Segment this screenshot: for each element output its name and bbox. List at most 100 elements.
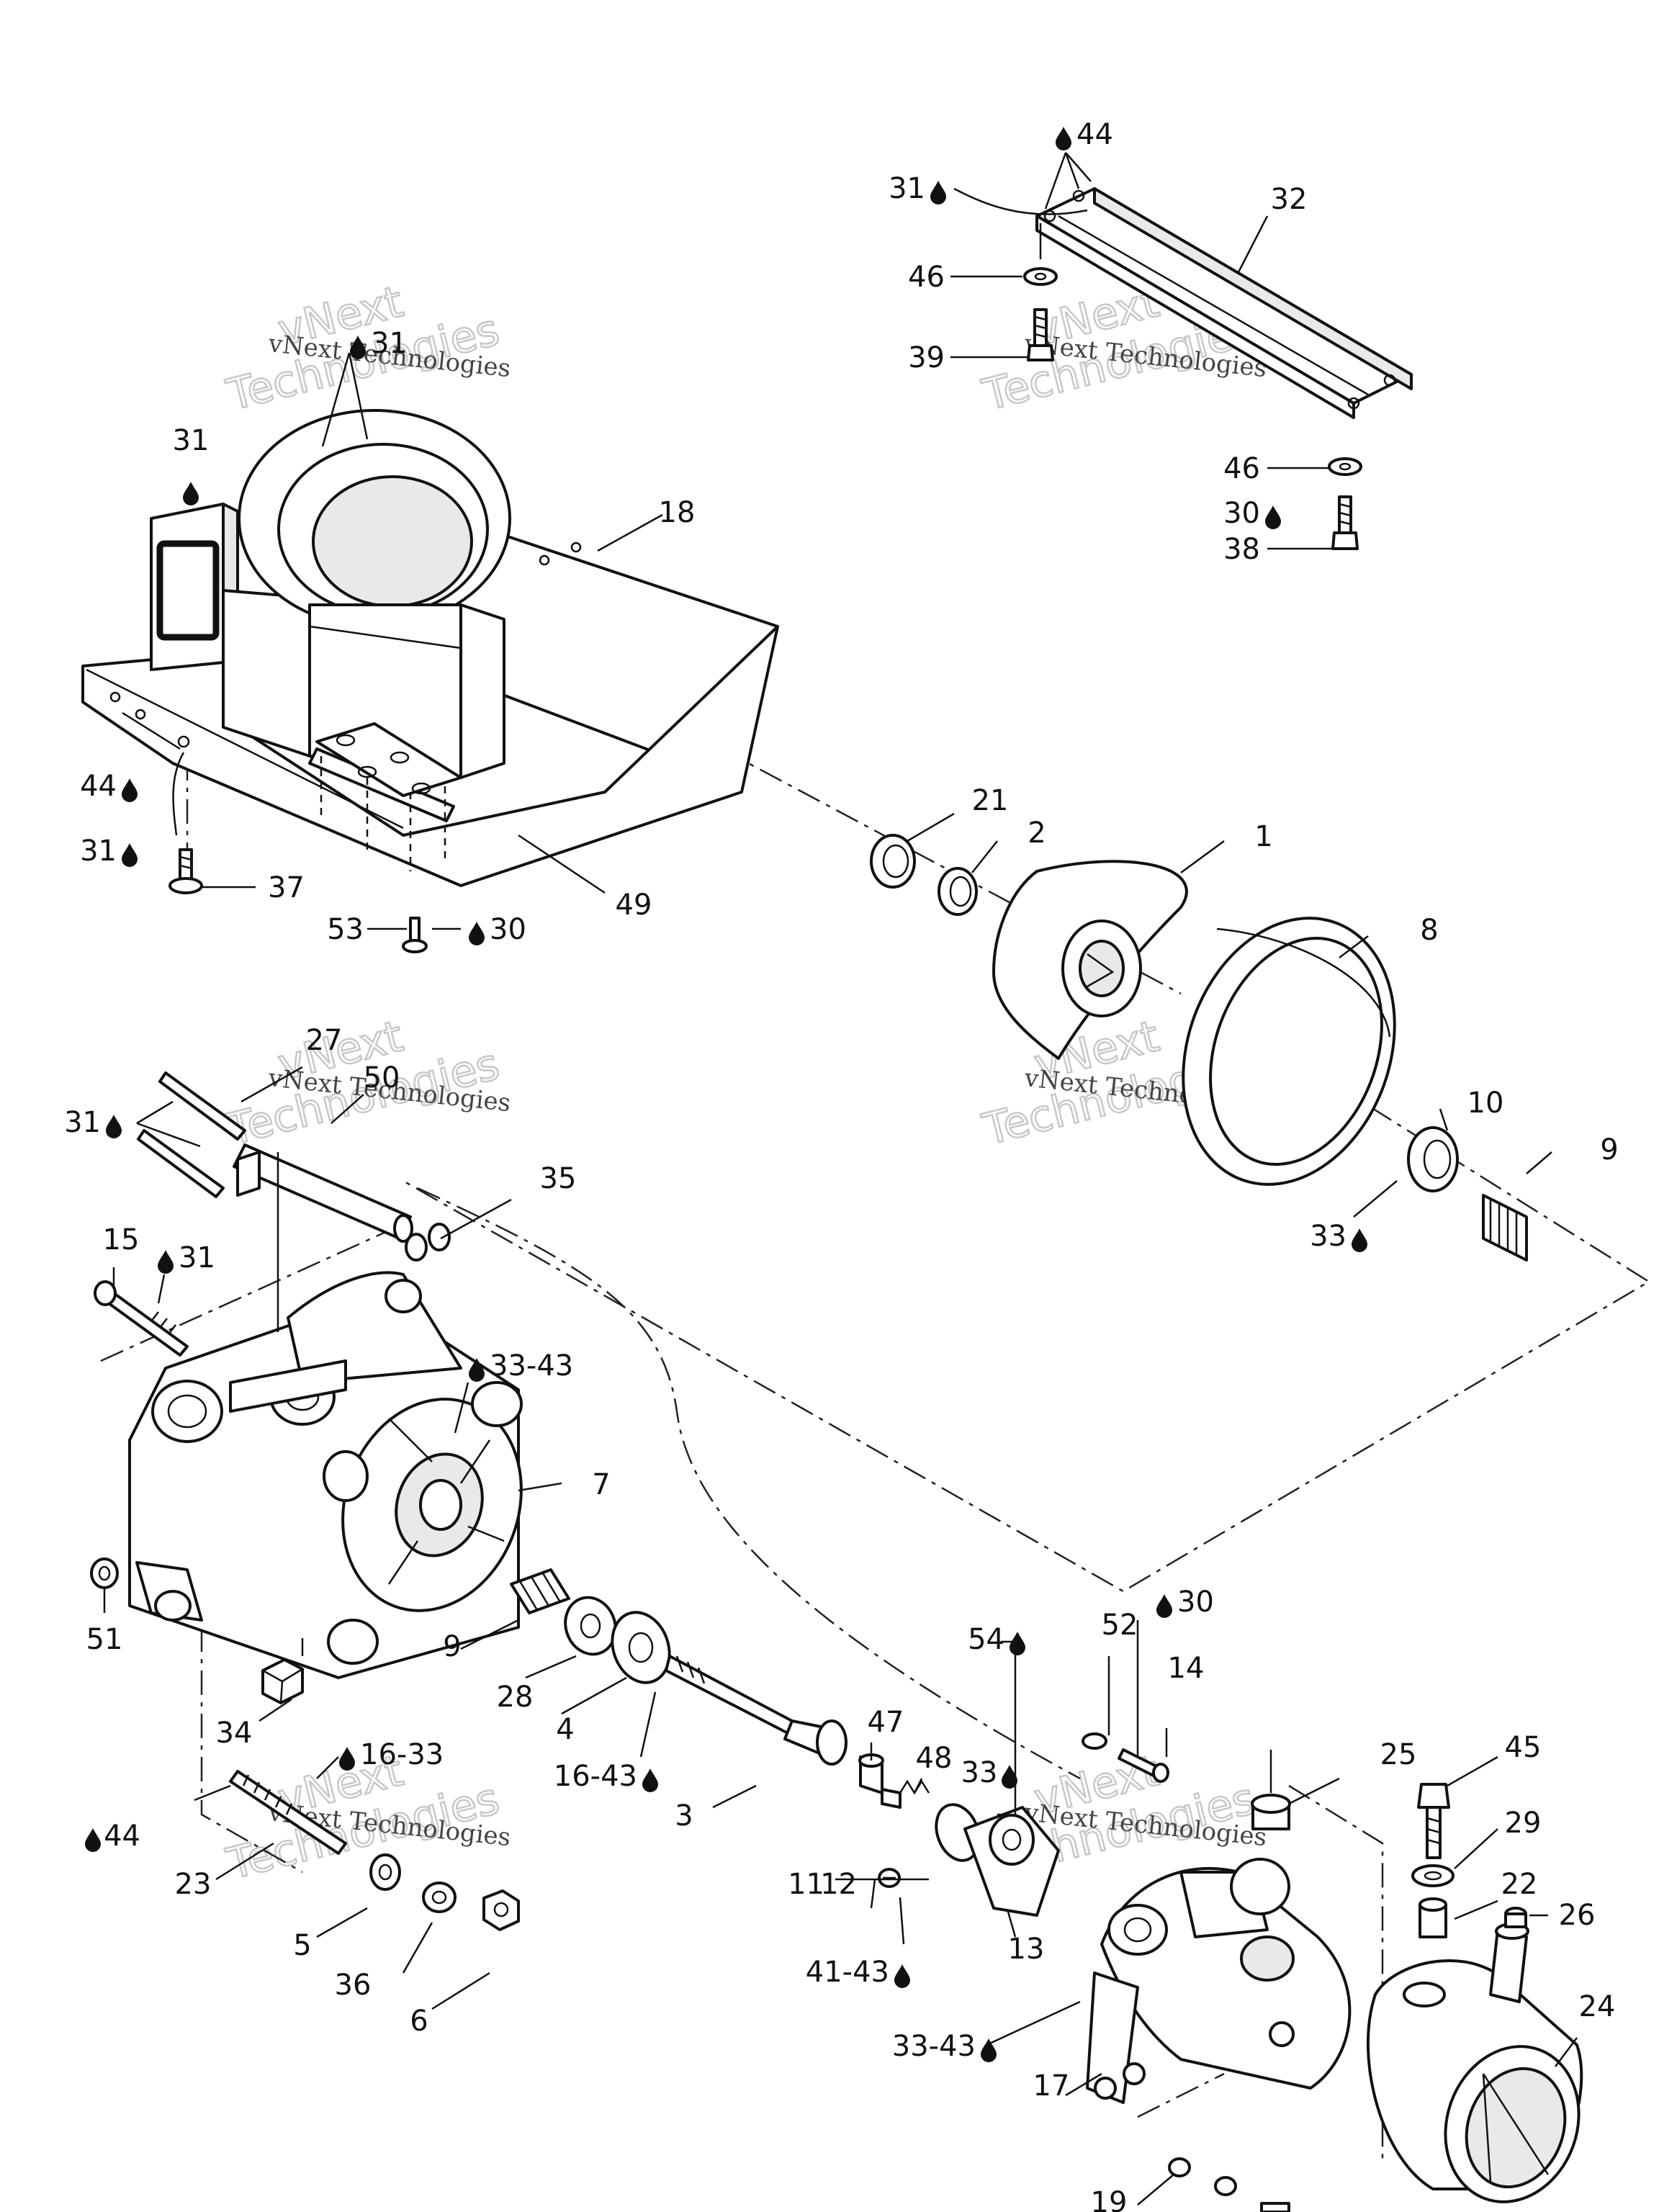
callout-number: 49 [616,889,652,922]
callout-51: 51 [86,1623,123,1656]
pump-housing-8 [1182,917,1396,1186]
callout-31: 31 [158,1241,215,1274]
screw-39 [1027,308,1054,361]
callout-number: 11 [788,1868,824,1901]
callout-number: 50 [364,1061,400,1094]
callout-number: 4 [556,1713,574,1746]
impeller-1 [992,860,1188,1060]
callout-28: 28 [497,1681,534,1714]
callout-44: 44 [85,1820,140,1853]
callout-52: 52 [1102,1609,1138,1642]
callout-number: 33-43 [892,2030,976,2063]
callout-46: 46 [1223,452,1260,485]
callout-number: 32 [1271,183,1308,216]
callout-29: 29 [1505,1807,1542,1840]
washer-29 [1411,1864,1455,1887]
callout-39: 39 [908,341,945,374]
ride-plate-support-18 [81,409,779,887]
leader [953,187,1088,215]
callout-number: 25 [1380,1738,1417,1771]
plate-49 [315,722,462,871]
callout-number: 39 [908,341,945,374]
callout-50: 50 [364,1061,400,1094]
callout-number: 13 [1008,1933,1045,1966]
venturi-housing-7 [128,1271,523,1679]
callout-number: 21 [972,784,1009,817]
callout-number: 31 [889,172,925,205]
callout-number: 17 [1033,2069,1070,2103]
callout-11: 11 [788,1868,824,1901]
callout-number: 24 [1579,1990,1616,2023]
callout-number: 38 [1223,533,1260,566]
drop-icon [122,778,138,802]
drop-icon [339,1747,355,1771]
callout-33-43: 33-43 [892,2030,997,2063]
callout-number: 54 [968,1623,1004,1656]
drop-icon [1265,505,1281,529]
drop-icon [642,1768,658,1792]
callout-number: 44 [104,1820,140,1853]
callout-number: 15 [103,1223,140,1256]
drop-icon [1156,1594,1172,1618]
sleeve-50 [233,1143,413,1243]
callout-number: 6 [410,2005,428,2038]
callout-number: 1 [1254,820,1272,853]
callout-number: 34 [216,1717,253,1750]
bushing-25 [1251,1794,1291,1830]
callout-number: 31 [80,835,117,868]
callout-number: 7 [592,1468,610,1501]
callout-number: 31 [179,1241,215,1274]
callout-number: 31 [64,1106,101,1139]
seal-10 [1407,1126,1459,1192]
callout-27: 27 [306,1024,343,1057]
callout-31: 31 [173,424,209,505]
callout-number: 33-43 [490,1349,573,1382]
callout-number: 41-43 [806,1956,889,1989]
support-bracket-32 [1035,187,1413,419]
screw-38 [1331,495,1359,550]
callout-44: 44 [80,770,138,803]
callout-46: 46 [908,261,945,294]
nut-6 [482,1889,520,1931]
callout-number: 16-33 [360,1738,444,1771]
callout-44: 44 [1056,118,1113,151]
callout-number: 33 [1310,1220,1346,1253]
wear-ring-21 [870,834,916,889]
callout-number: 36 [335,1969,372,2002]
callout-15: 15 [103,1223,140,1256]
screw-53 [402,917,428,953]
nut-34 [261,1658,304,1704]
bushing-26 [1504,1907,1527,1928]
callout-number: 9 [1600,1133,1618,1166]
callout-53: 53 [327,913,364,946]
callout-number: 30 [1177,1586,1214,1619]
callout-33-43: 33-43 [469,1349,573,1382]
callout-number: 2 [1028,817,1046,850]
callout-14: 14 [1168,1652,1205,1685]
ring-2 [938,867,978,916]
leader [172,752,185,836]
callout-number: 44 [80,770,117,803]
washer-52 [1082,1732,1107,1750]
callout-number: 28 [497,1681,534,1714]
callout-number: 37 [268,871,305,904]
o-rings-35 [405,1223,451,1262]
callout-2: 2 [1028,817,1046,850]
callout-number: 14 [1168,1652,1205,1685]
callout-3: 3 [675,1799,693,1833]
callout-30: 30 [469,913,526,946]
callout-number: 26 [1559,1899,1596,1932]
drop-icon [894,1964,910,1988]
callout-47: 47 [868,1706,904,1739]
callout-23: 23 [175,1868,212,1901]
steering-nozzle-24 [1366,1923,1583,2203]
callout-33: 33 [961,1756,1017,1789]
callout-31: 31 [350,327,408,360]
callout-48: 48 [916,1742,953,1775]
callout-45: 45 [1505,1731,1542,1764]
callout-49: 49 [616,889,652,922]
callout-number: 51 [86,1623,123,1656]
drive-shaft-3 [665,1655,848,1766]
drop-icon [1010,1632,1025,1655]
callout-24: 24 [1579,1990,1616,2023]
